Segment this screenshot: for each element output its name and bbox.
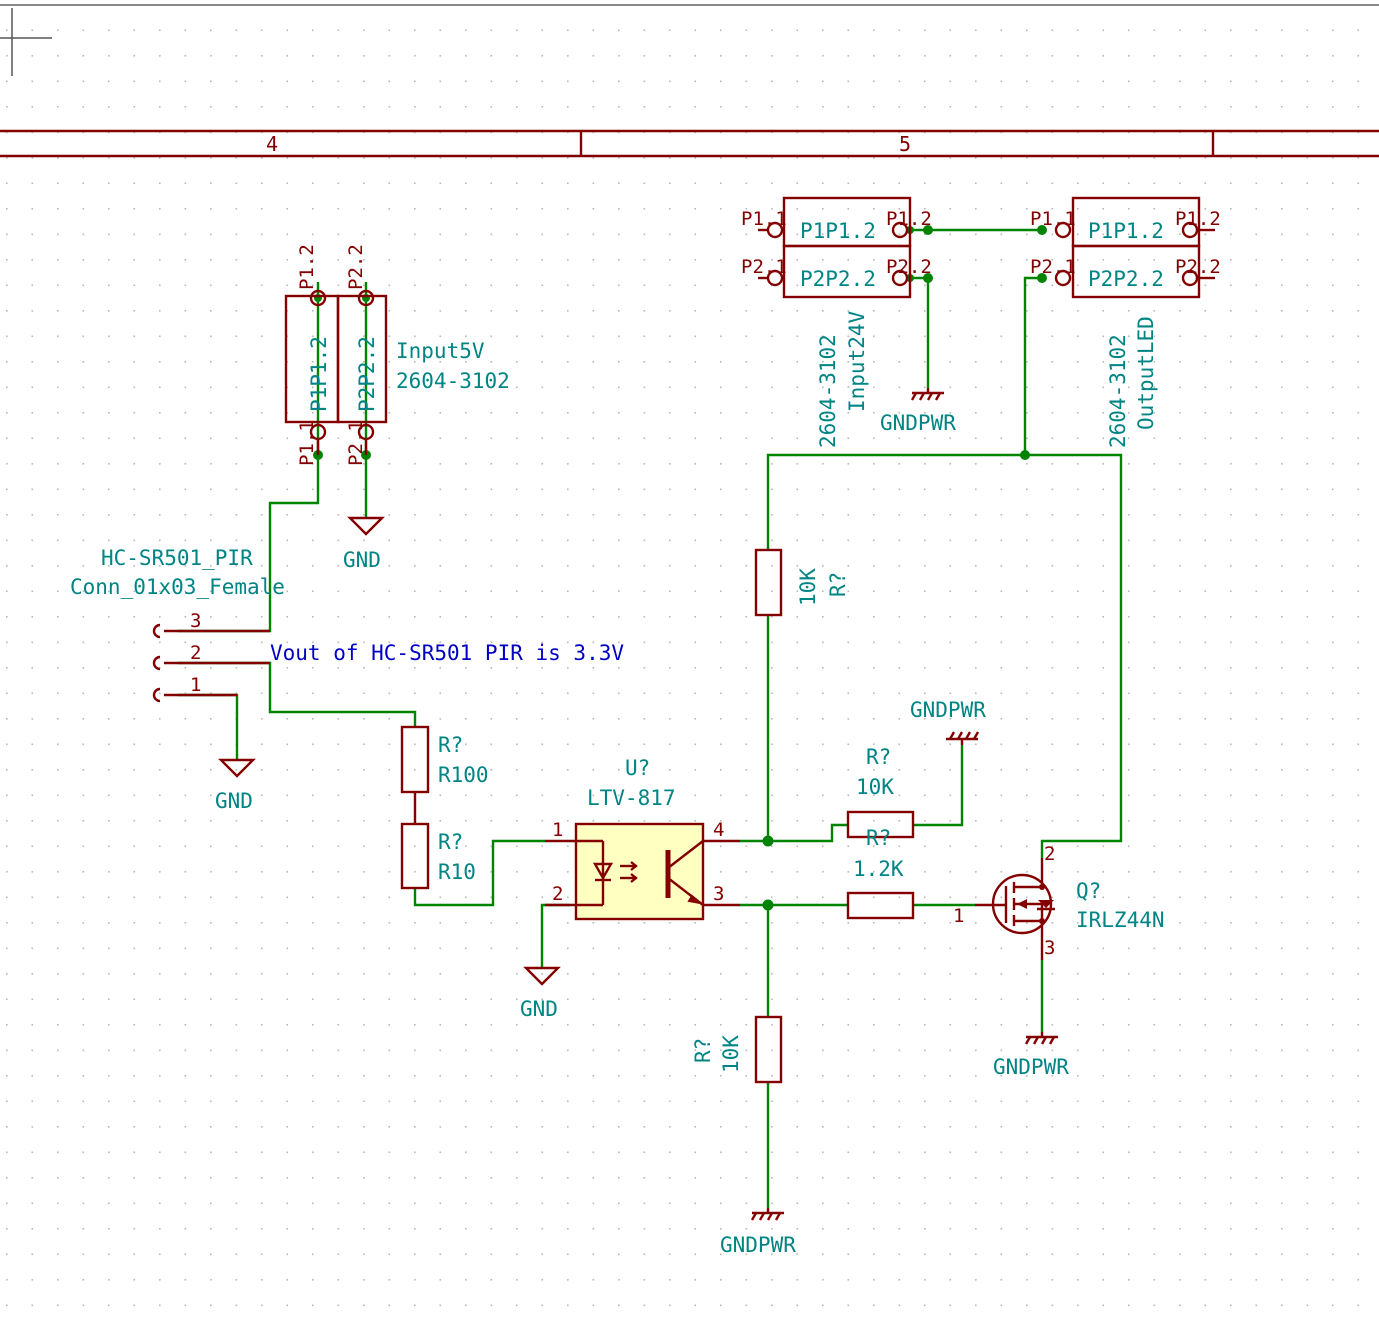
gndpwr-label-mosfet: GNDPWR	[993, 1055, 1069, 1079]
mosfet-pin-1: 1	[953, 905, 964, 927]
input24v-part: 2604-3102	[816, 334, 840, 448]
opto-value: LTV-817	[587, 786, 676, 810]
input24v-connector[interactable]: P1.1 P2.1 P1.2 P2.2 P1P1.2 P2P2.2 2604-3…	[741, 196, 932, 448]
outputled-pin-p2-1: P2.1	[1030, 256, 1076, 278]
outputled-inner-label-1: P1P1.2	[1088, 219, 1164, 243]
resistor-pullup-value: 10K	[796, 568, 820, 606]
border-column-5: 5	[899, 132, 911, 156]
input5v-part: 2604-3102	[396, 369, 510, 393]
resistor-10k-gndpwr[interactable]: R? 10K	[846, 745, 915, 839]
resistor-r100-value: R100	[438, 763, 489, 787]
gnd-symbol-pir[interactable]: GND	[215, 758, 256, 813]
resistor-10k-lower-value: 10K	[719, 1035, 743, 1073]
border-column-4: 4	[266, 132, 278, 156]
input5v-name: Input5V	[396, 339, 485, 363]
resistor-10k-gndpwr-value: 10K	[856, 775, 894, 799]
gnd-label-pir: GND	[215, 789, 253, 813]
resistor-1k2-value: 1.2K	[853, 857, 904, 881]
resistor-pullup-10k[interactable]: 10K R?	[754, 548, 850, 617]
gnd-symbol-input5v[interactable]: GND	[343, 516, 385, 572]
outputled-pin-p1-1: P1.1	[1030, 208, 1076, 230]
mosfet-value: IRLZ44N	[1076, 908, 1165, 932]
mosfet-ref: Q?	[1076, 879, 1101, 903]
input24v-inner-label-1: P1P1.2	[800, 219, 876, 243]
resistor-r10-ref: R?	[438, 830, 463, 854]
opto-pin-2: 2	[552, 883, 563, 905]
resistor-r100-ref: R?	[438, 733, 463, 757]
resistor-r10[interactable]: R? R10	[400, 822, 476, 890]
pir-connector[interactable]: 3 2 1 HC-SR501_PIR Conn_01x03_Female	[70, 546, 285, 703]
pir-pin-2: 2	[190, 642, 201, 664]
outputled-name: OutputLED	[1134, 316, 1158, 430]
gnd-label-input5v: GND	[343, 548, 381, 572]
input5v-pin-p1-1: P1.1	[296, 420, 318, 466]
gndpwr-symbol-mosfet[interactable]: GNDPWR	[993, 1032, 1069, 1079]
pir-name: HC-SR501_PIR	[101, 546, 253, 570]
gnd-symbol-opto[interactable]: GND	[520, 966, 561, 1021]
outputled-connector[interactable]: P1.1 P2.1 P1.2 P2.2 P1P1.2 P2P2.2 2604-3…	[1030, 196, 1221, 448]
pir-value: Conn_01x03_Female	[70, 575, 285, 599]
sheet-border: 4 5	[0, 129, 1379, 158]
opto-pin-3: 3	[713, 883, 724, 905]
input5v-pin-p2-1: P2.1	[345, 420, 367, 466]
pir-pin-3: 3	[190, 610, 201, 632]
optocoupler-ltv817[interactable]: 1 2 4 3 U? LTV-817	[545, 756, 740, 921]
mosfet-pin-2: 2	[1044, 843, 1055, 865]
input24v-inner-label-2: P2P2.2	[800, 267, 876, 291]
outputled-inner-label-2: P2P2.2	[1088, 267, 1164, 291]
input5v-connector[interactable]: P1.2 P2.2 P1.1 P2.1 P1P1.2 P2P2.2 Input5…	[284, 244, 510, 466]
gndpwr-label-bottom: GNDPWR	[720, 1233, 796, 1257]
gndpwr-symbol-bottom[interactable]: GNDPWR	[720, 1208, 796, 1257]
outputled-part: 2604-3102	[1106, 334, 1130, 448]
resistor-r10-value: R10	[438, 860, 476, 884]
resistor-pullup-ref: R?	[826, 572, 850, 597]
mosfet-pin-3: 3	[1044, 937, 1055, 959]
resistor-1k2[interactable]: R? 1.2K	[846, 826, 915, 920]
gndpwr-label-r10k: GNDPWR	[910, 698, 986, 722]
input5v-inner-label-1: P1P1.2	[307, 336, 331, 412]
resistor-10k-lower[interactable]: R? 10K	[691, 1015, 783, 1084]
input24v-pin-p1-2: P1.2	[886, 208, 932, 230]
outputled-pin-p2-2: P2.2	[1175, 256, 1221, 278]
gndpwr-symbol-input24v[interactable]: GNDPWR	[880, 388, 956, 435]
input24v-pin-p2-2: P2.2	[886, 256, 932, 278]
resistor-10k-lower-ref: R?	[691, 1038, 715, 1063]
input24v-name: Input24V	[845, 310, 869, 412]
input24v-pin-p2-1: P2.1	[741, 256, 787, 278]
mosfet-irlz44n[interactable]: 2 1 3 Q? IRLZ44N	[953, 843, 1165, 960]
opto-pin-4: 4	[713, 819, 724, 841]
cursor-crosshair	[0, 8, 52, 76]
opto-pin-1: 1	[552, 819, 563, 841]
input24v-pin-p1-1: P1.1	[741, 208, 787, 230]
outputled-pin-p1-2: P1.2	[1175, 208, 1221, 230]
opto-ref: U?	[625, 756, 650, 780]
gnd-label-opto: GND	[520, 997, 558, 1021]
resistor-1k2-ref: R?	[866, 826, 891, 850]
gndpwr-label-input24v: GNDPWR	[880, 411, 956, 435]
gndpwr-symbol-r10k[interactable]: GNDPWR	[910, 698, 986, 745]
input5v-inner-label-2: P2P2.2	[355, 336, 379, 412]
pir-pin-1: 1	[190, 674, 201, 696]
resistor-r100[interactable]: R? R100	[400, 725, 489, 824]
input5v-pin-p2-2: P2.2	[345, 244, 367, 290]
vout-note: Vout of HC-SR501 PIR is 3.3V	[270, 641, 624, 665]
resistor-10k-gndpwr-ref: R?	[866, 745, 891, 769]
input5v-pin-p1-2: P1.2	[296, 244, 318, 290]
